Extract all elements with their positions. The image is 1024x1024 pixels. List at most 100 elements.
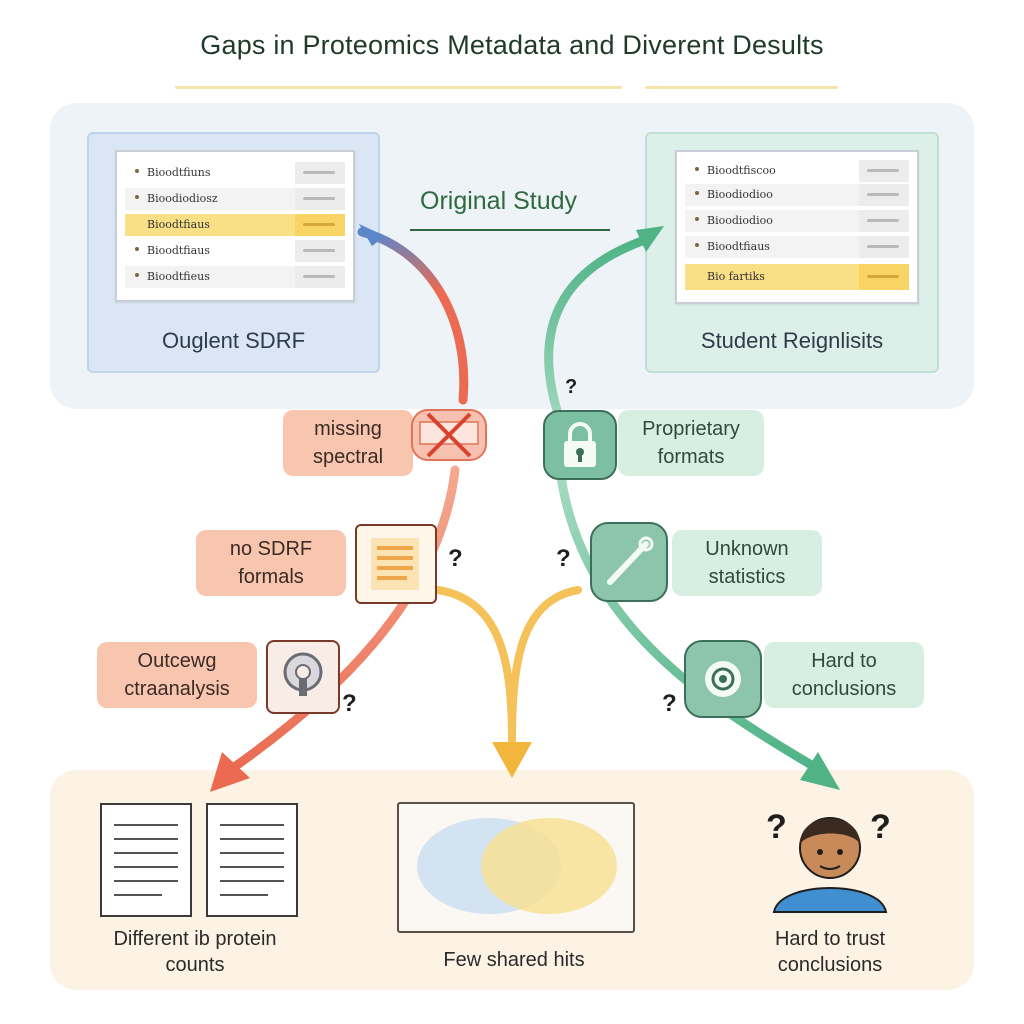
left-row: Bioodtfiuns	[125, 162, 345, 184]
right-row-label: Bioodtfiaus	[707, 240, 770, 253]
cell-bar	[303, 249, 335, 252]
gear-badge-icon	[684, 640, 762, 718]
cell-bar	[867, 245, 899, 248]
left-row-label: Bioodtfiaus	[147, 218, 210, 231]
left-top-arrowhead	[359, 224, 385, 246]
question-mark: ?	[448, 545, 463, 572]
right-row-label: Bioodiodioo	[707, 214, 773, 227]
left-row-label: Bioodtfiuns	[147, 166, 211, 179]
left-row-highlighted: Bioodtfiaus	[125, 214, 345, 236]
question-mark: ?	[565, 376, 578, 398]
left-row: Bioodtfiaus	[125, 240, 345, 262]
cell-bar	[303, 223, 335, 226]
right-results-panel: Bioodtfiscoo Bioodiodioo Bioodiodioo Bio…	[645, 132, 939, 373]
left-row-label: Bioodiodiosz	[147, 192, 218, 205]
row-cell	[859, 160, 909, 182]
row-bullet-icon	[135, 169, 139, 173]
right-row-label: Bioodtfiscoo	[707, 164, 776, 177]
row-bullet-icon	[695, 191, 699, 195]
row-cell	[859, 184, 909, 206]
row-cell	[295, 188, 345, 210]
row-cell	[859, 264, 909, 290]
right-top-arrowhead	[636, 226, 664, 252]
right-row-highlighted: Bio fartiks	[685, 264, 909, 290]
row-bullet-icon	[695, 217, 699, 221]
right-panel-label: Student Reignlisits	[700, 328, 884, 353]
right-row: Bioodiodioo	[685, 210, 909, 232]
original-study-label: Original Study	[420, 187, 578, 215]
study-label-rule	[410, 229, 610, 231]
result-different-counts: Different ib protein counts	[113, 928, 277, 976]
row-bullet-icon	[135, 195, 139, 199]
row-bullet-icon	[695, 243, 699, 247]
row-cell	[295, 162, 345, 184]
right-row: Bioodiodioo	[685, 184, 909, 206]
document-list-icon	[355, 524, 437, 604]
row-cell	[859, 210, 909, 232]
question-mark: ?	[556, 545, 571, 572]
page-title: Gaps in Proteomics Metadata and Diverent…	[200, 30, 824, 60]
issue-missing-spectral: missing spectral	[283, 410, 413, 476]
right-flow-arrow-bottom	[555, 465, 825, 775]
cell-bar	[303, 275, 335, 278]
crossed-out-file-icon	[404, 400, 494, 470]
issue-proprietary-formats: Proprietary formats	[618, 410, 764, 476]
left-row-label: Bioodtfiaus	[147, 244, 210, 257]
left-panel-label: Ouglent SDRF	[161, 328, 306, 353]
question-mark: ?	[662, 690, 677, 717]
svg-text:?: ?	[870, 808, 891, 846]
row-cell	[295, 240, 345, 262]
document-icon	[206, 803, 298, 917]
issue-text: Hard to conclusions	[791, 650, 897, 700]
title-underline-left	[175, 86, 622, 89]
left-sdrf-panel: Bioodtfiuns Bioodiodiosz Bioodtfiaus Bio…	[87, 132, 380, 373]
issue-text: Proprietary formats	[642, 418, 740, 468]
yellow-merge-arrow	[434, 586, 582, 744]
document-icon	[100, 803, 192, 917]
row-bullet-icon	[135, 273, 139, 277]
right-row: Bioodtfiaus	[685, 236, 909, 258]
padlock-icon	[543, 410, 617, 480]
right-spreadsheet: Bioodtfiscoo Bioodiodioo Bioodiodioo Bio…	[675, 150, 919, 304]
venn-diagram	[397, 802, 635, 933]
issue-text: missing spectral	[312, 418, 384, 468]
bulb-key-icon	[266, 640, 340, 714]
issue-text: no SDRF formals	[229, 538, 313, 588]
issue-text: Outcewg ctraanalysis	[124, 650, 230, 700]
row-bullet-icon	[695, 167, 699, 171]
result-few-shared-hits: Few shared hits	[443, 949, 585, 971]
cell-bar	[867, 193, 899, 196]
cell-bar	[867, 275, 899, 278]
cell-bar	[303, 197, 335, 200]
issue-text: Unknown statistics	[705, 538, 789, 588]
issue-no-sdrf: no SDRF formals	[196, 530, 346, 596]
left-spreadsheet: Bioodtfiuns Bioodiodiosz Bioodtfiaus Bio…	[115, 150, 355, 302]
right-bottom-arrowhead	[800, 752, 840, 790]
row-bullet-icon	[135, 247, 139, 251]
issue-unknown-statistics: Unknown statistics	[672, 530, 822, 596]
left-row: Bioodiodiosz	[125, 188, 345, 210]
left-flow-arrow-top	[357, 227, 469, 405]
question-mark: ?	[342, 690, 357, 717]
cell-bar	[303, 171, 335, 174]
svg-text:?: ?	[766, 808, 787, 846]
right-row-label: Bio fartiks	[707, 270, 765, 283]
right-row-label: Bioodiodioo	[707, 188, 773, 201]
yellow-arrowhead	[492, 742, 532, 778]
title-underline-right	[645, 86, 838, 89]
left-flow-arrow-bottom	[225, 465, 460, 775]
cell-bar	[867, 219, 899, 222]
result-hard-to-trust: Hard to trust conclusions	[774, 928, 886, 976]
left-bottom-arrowhead	[210, 752, 250, 792]
row-cell	[295, 214, 345, 236]
row-cell	[295, 266, 345, 288]
confused-person-icon: ? ?	[760, 800, 900, 915]
left-row-label: Bioodtfieus	[147, 270, 210, 283]
right-flow-arrow-top	[544, 235, 650, 425]
issue-hard-to-conclusions: Hard to conclusions	[764, 642, 924, 708]
left-row: Bioodtfieus	[125, 266, 345, 288]
row-cell	[859, 236, 909, 258]
wrench-icon	[590, 522, 668, 602]
issue-outcome-analysis: Outcewg ctraanalysis	[97, 642, 257, 708]
